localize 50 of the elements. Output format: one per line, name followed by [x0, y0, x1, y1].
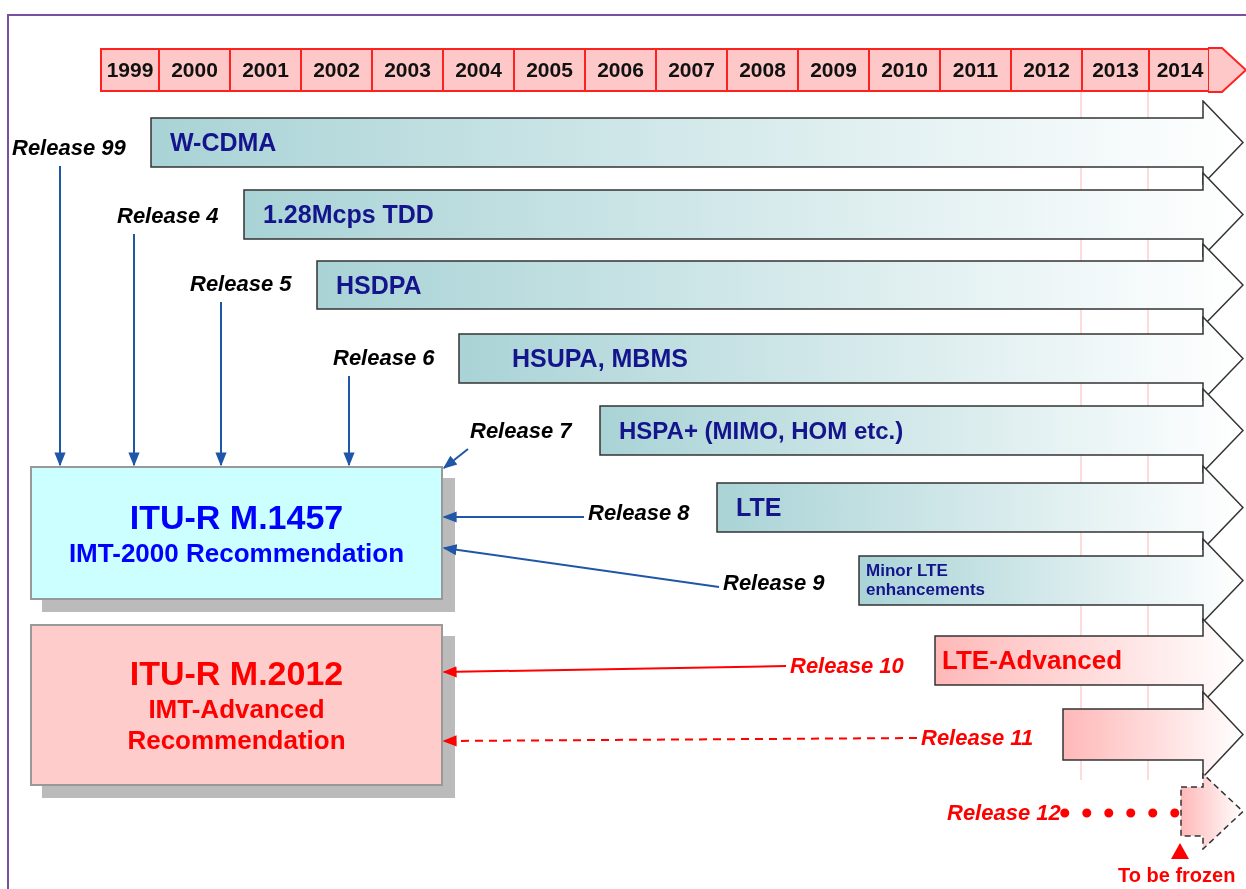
year-label: 2008	[726, 48, 799, 92]
release-label: Release 12	[947, 799, 1061, 827]
release-label: Release 8	[588, 499, 690, 527]
release-label: Release 6	[333, 344, 435, 372]
arrow-shape	[1180, 773, 1244, 850]
release-label: Release 4	[117, 202, 219, 230]
year-label: 2011	[939, 48, 1012, 92]
band-label: HSPA+ (MIMO, HOM etc.)	[619, 415, 904, 446]
release-label: Release 5	[190, 270, 292, 298]
release-label: Release 7	[470, 417, 572, 445]
band-label: Minor LTE enhancements	[866, 559, 987, 601]
arrow	[442, 544, 720, 588]
box-title: ITU-R M.2012	[129, 653, 344, 695]
band-label: HSDPA	[336, 269, 422, 301]
arrow	[343, 375, 355, 467]
box-subtitle: IMT-2000 Recommendation	[68, 537, 405, 569]
year-label: 2004	[442, 48, 515, 92]
band-label: LTE	[736, 492, 782, 523]
year-label: 2007	[655, 48, 728, 92]
year-label: 2003	[371, 48, 444, 92]
band-label: W-CDMA	[170, 127, 277, 158]
year-label: 2000	[158, 48, 231, 92]
year-label: 2005	[513, 48, 586, 92]
release-label: Release 11	[921, 724, 1034, 752]
band-label: HSUPA, MBMS	[512, 343, 688, 374]
arrow	[442, 735, 918, 747]
note-text: To be frozen	[1118, 864, 1236, 887]
year-label: 2006	[584, 48, 657, 92]
arrow	[215, 301, 227, 467]
release-label: Release 99	[12, 134, 126, 162]
arrow	[54, 165, 66, 467]
box-subtitle: IMT-Advanced Recommendation	[126, 694, 347, 757]
year-label: 2013	[1081, 48, 1150, 92]
arrow	[128, 233, 140, 467]
arrow-band	[858, 538, 1244, 623]
band-label: LTE-Advanced	[942, 644, 1123, 677]
year-label: 2009	[797, 48, 870, 92]
arrow-shape	[1062, 691, 1244, 778]
year-label: 2001	[229, 48, 302, 92]
arrow	[442, 448, 469, 469]
year-label: 2012	[1010, 48, 1083, 92]
year-label: 2002	[300, 48, 373, 92]
arrow	[442, 665, 787, 678]
band-label: 1.28Mcps TDD	[263, 199, 434, 230]
release-label: Release 10	[790, 652, 904, 680]
year-label: 2010	[868, 48, 941, 92]
arrow	[442, 511, 585, 523]
year-label: 1999	[100, 48, 160, 92]
release-label: Release 9	[723, 569, 825, 597]
box-title: ITU-R M.1457	[129, 497, 344, 538]
